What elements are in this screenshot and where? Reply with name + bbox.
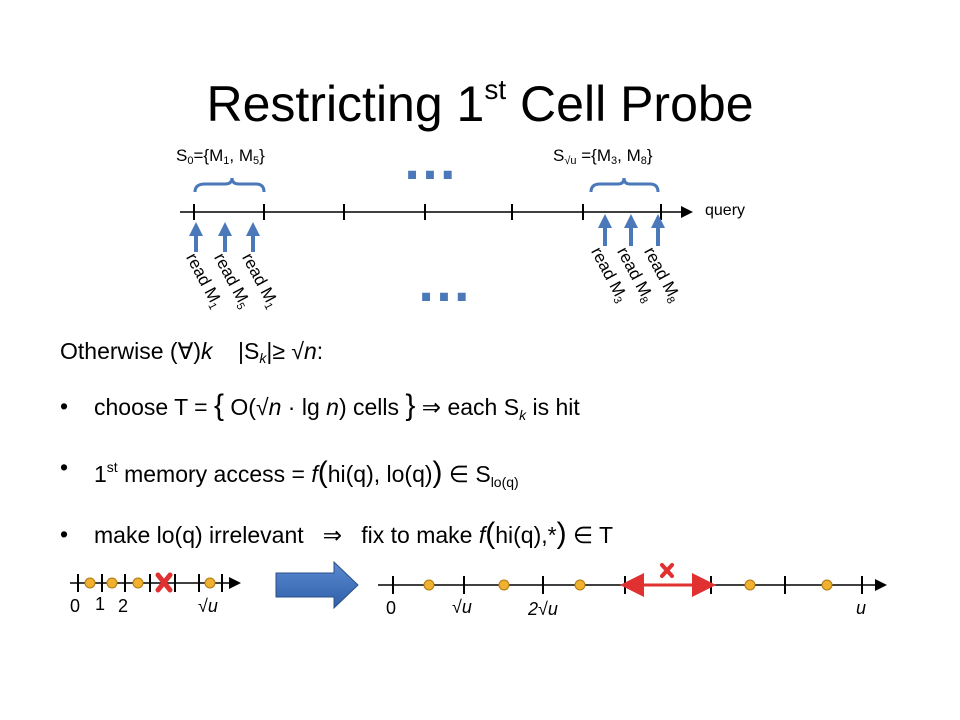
small-axis-label-sqrtu: √u xyxy=(198,596,218,616)
large-axis-label-u: u xyxy=(856,598,867,618)
large-axis-label-sqrtu: √u xyxy=(452,597,472,617)
small-axis-dots xyxy=(84,577,216,589)
small-axis-ticks xyxy=(77,574,223,592)
large-axis-dots xyxy=(423,579,833,591)
page-title: Restricting 1st Cell Probe xyxy=(206,74,754,132)
left-set-label: S0={M1, M5} xyxy=(176,146,265,167)
right-set-brace xyxy=(589,177,660,193)
axis-ticks xyxy=(193,204,662,220)
bullet-choose-t: choose T = { O(√n · lg n) cells } ⇒ each… xyxy=(60,380,613,441)
read-arrows xyxy=(189,214,665,252)
bullet-list: choose T = { O(√n · lg n) cells } ⇒ each… xyxy=(60,380,613,561)
big-right-arrow xyxy=(275,560,359,610)
bullet-memory-access: 1st memory access = f(hi(q), lo(q)) ∈ Sl… xyxy=(60,441,613,508)
large-axis-label-2sqrtu: 2√u xyxy=(528,599,558,619)
ellipsis-bottom: … xyxy=(416,250,474,313)
small-axis-label-2: 2 xyxy=(118,596,129,616)
right-set-label: S√u ={M3, M8} xyxy=(553,146,653,167)
large-axis-label-0: 0 xyxy=(386,598,397,618)
ellipsis-top: … xyxy=(402,128,460,191)
otherwise-line: Otherwise (∀)k |Sk|≥ √n: xyxy=(60,338,324,366)
bullet-make-irrelevant: make lo(q) irrelevant ⇒ fix to make f(hi… xyxy=(60,508,613,561)
large-axis-x-mark xyxy=(660,563,674,578)
small-axis-label-0: 0 xyxy=(70,596,81,616)
axis-label-query: query xyxy=(705,202,746,219)
left-set-brace xyxy=(193,177,266,193)
small-axis-label-1: 1 xyxy=(95,594,106,614)
small-axis-x-mark xyxy=(155,572,173,593)
